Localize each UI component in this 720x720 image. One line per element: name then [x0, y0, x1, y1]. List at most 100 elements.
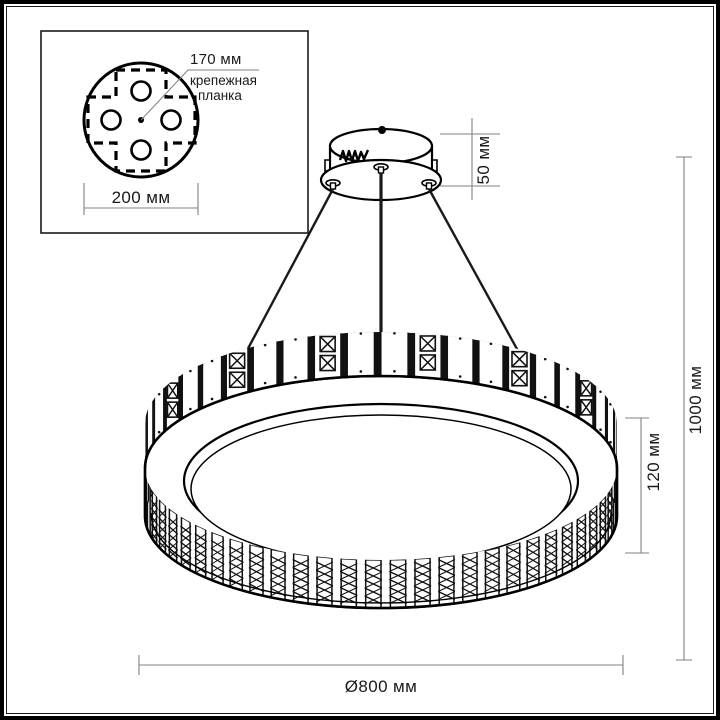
bar-facet-hatch: [315, 577, 334, 587]
bar-facet-hatch: [269, 579, 287, 589]
dim-ring-height: 120 мм: [625, 417, 663, 554]
bar-facet-hatch: [315, 569, 334, 579]
panel-rivet-dot: [294, 338, 297, 341]
bar-facet-hatch: [210, 555, 225, 565]
upper-crystal-band: [145, 332, 617, 468]
bar-facet-hatch: [588, 525, 598, 534]
bar-facet-hatch: [598, 500, 607, 509]
bar-facet-hatch: [505, 577, 521, 587]
bar-facet-hatch: [606, 506, 614, 516]
bar-facet-hatch: [194, 557, 207, 566]
mount-hole-right: [160, 109, 182, 131]
bar-facet-hatch: [525, 571, 541, 581]
dim-120-leader-ticks: [625, 417, 641, 554]
plate-dim-extension-lines: [83, 183, 199, 215]
upper-crystal-panel: [508, 341, 531, 398]
inner-frame-border: [6, 6, 714, 714]
panel-rivet-dot: [599, 390, 602, 393]
bar-facet-hatch: [315, 593, 334, 603]
bar-facet-hatch: [598, 508, 607, 517]
bar-facet-hatch: [180, 549, 192, 559]
dim-800-ticks: [138, 655, 624, 675]
bar-facet-hatch: [389, 563, 407, 572]
bar-facet-hatch: [168, 525, 178, 535]
inset-detail-group: 170 мм крепежная планка 200 мм: [40, 30, 309, 234]
bar-facet-hatch: [437, 575, 456, 584]
panel-rivet-dot: [359, 332, 363, 335]
bar-facet-hatch: [505, 569, 521, 579]
bar-facet-hatch: [461, 587, 479, 597]
ring-top-outer-rim: [143, 374, 619, 469]
x-facet-mark: [229, 371, 246, 388]
bar-facet-hatch: [505, 553, 521, 563]
bar-facet-hatch: [364, 563, 383, 573]
canopy-top-screw-dot: [378, 126, 386, 134]
bar-facet-hatch: [248, 551, 265, 561]
label-bracket-size: 170 мм: [190, 51, 242, 68]
bar-facet-hatch: [606, 522, 614, 532]
bar-facet-hatch: [575, 541, 587, 551]
bar-facet-hatch: [210, 563, 225, 573]
x-facet-mark: [419, 354, 436, 371]
panel-rivet-dot: [543, 357, 547, 361]
bar-facet-hatch: [575, 533, 587, 543]
bar-facet-hatch: [364, 587, 383, 597]
bar-facet-hatch: [339, 563, 358, 572]
bar-facet-hatch: [505, 545, 521, 555]
bar-facet-hatch: [606, 498, 614, 508]
bar-facet-hatch: [210, 547, 225, 557]
bar-facet-hatch: [248, 575, 265, 585]
dim-ring-diameter: Ø800 мм: [138, 655, 624, 696]
bar-facet-hatch: [561, 533, 574, 543]
bar-facet-hatch: [292, 591, 310, 600]
bar-facet-hatch: [228, 561, 244, 571]
dim-total-drop: 1000 мм: [676, 156, 705, 661]
bar-facet-hatch: [461, 555, 479, 565]
bar-facet-hatch: [505, 561, 521, 571]
panel-rivet-dot: [294, 376, 297, 379]
bar-facet-hatch: [158, 533, 167, 542]
bar-facet-hatch: [544, 549, 558, 558]
crystal-ring-shade: [143, 332, 619, 610]
upper-band-panel-list: [145, 332, 617, 468]
bar-facet-hatch: [315, 561, 334, 571]
upper-crystal-panel: [225, 343, 249, 400]
bar-facet-hatch: [292, 575, 310, 584]
bar-facet-hatch: [561, 525, 574, 535]
bar-facet-hatch: [461, 571, 479, 581]
panel-rivet-dot: [393, 369, 396, 373]
x-facet-mark: [511, 351, 528, 368]
panel-rivet-dot: [263, 343, 267, 347]
panel-rivet-dot: [458, 375, 462, 378]
bar-facet-hatch: [228, 553, 244, 563]
bar-facet-hatch: [339, 587, 358, 596]
bar-facet-hatch: [484, 567, 501, 577]
x-facet-mark: [229, 352, 246, 369]
bar-facet-hatch: [575, 549, 587, 559]
label-bracket-name-line2: планка: [198, 88, 242, 103]
ring-side-edges: [143, 468, 619, 516]
bar-facet-hatch: [598, 516, 607, 525]
bar-facet-hatch: [484, 583, 501, 593]
bar-facet-hatch: [413, 577, 432, 587]
bar-facet-hatch: [339, 571, 358, 580]
panel-rivet-dot: [609, 402, 612, 406]
x-facet-mark: [419, 335, 436, 352]
bar-facet-hatch: [194, 549, 207, 558]
mount-hole-top: [130, 80, 152, 102]
bar-facet-hatch: [168, 517, 178, 527]
bar-facet-hatch: [544, 541, 558, 550]
bar-facet-hatch: [158, 517, 167, 526]
bar-facet-hatch: [461, 563, 479, 573]
lower-band-bar-list: [145, 468, 617, 608]
bar-facet-hatch: [389, 579, 407, 588]
bar-facet-hatch: [228, 569, 244, 579]
bar-facet-hatch: [561, 557, 574, 567]
bar-facet-hatch: [437, 559, 456, 568]
bar-facet-hatch: [292, 559, 310, 568]
panel-rivet-dot: [157, 392, 161, 396]
label-ring-height: 120 мм: [644, 433, 663, 492]
panel-rivet-dot: [263, 381, 267, 385]
bar-facet-hatch: [413, 561, 432, 571]
